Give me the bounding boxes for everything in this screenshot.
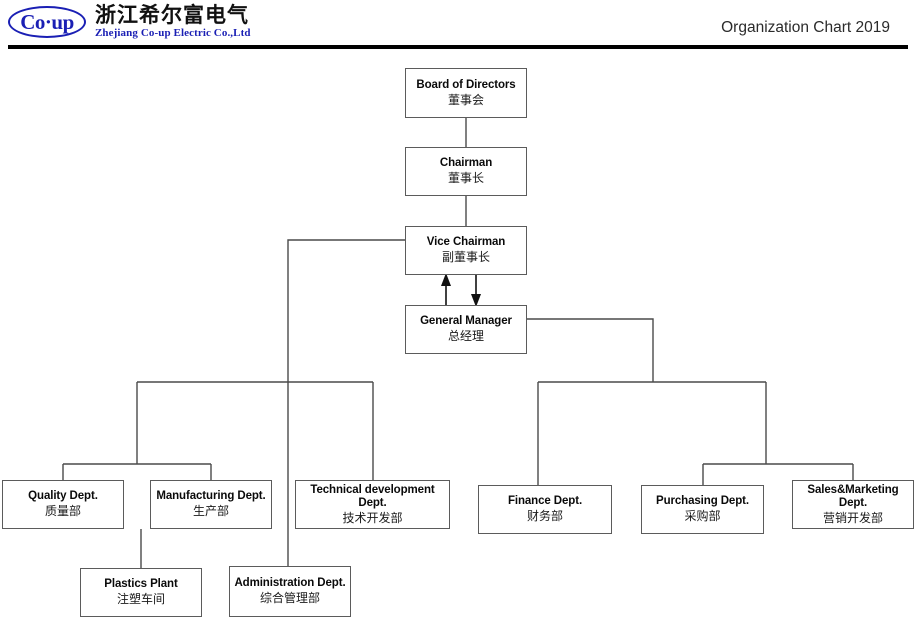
org-node-finance[interactable]: Finance Dept.财务部: [478, 485, 612, 534]
arrow-up-connector: [441, 273, 451, 305]
org-node-purchasing[interactable]: Purchasing Dept.采购部: [641, 485, 764, 534]
org-node-label-cn: 综合管理部: [259, 591, 320, 606]
org-node-manufacture[interactable]: Manufacturing Dept.生产部: [150, 480, 272, 529]
org-node-label-en: General Manager: [420, 315, 512, 328]
org-node-label-en: Board of Directors: [416, 78, 516, 91]
org-node-label-cn: 采购部: [684, 509, 721, 524]
org-node-label-en: Administration Dept.: [234, 577, 346, 590]
org-node-technical[interactable]: Technical development Dept.技术开发部: [295, 480, 450, 529]
company-name-block: 浙江希尔富电气 Zhejiang Co-up Electric Co.,Ltd: [95, 4, 251, 40]
company-logo: Co·up 浙江希尔富电气 Zhejiang Co-up Electric Co…: [8, 4, 251, 40]
org-node-quality[interactable]: Quality Dept.质量部: [2, 480, 124, 529]
org-node-label-cn: 营销开发部: [822, 510, 883, 525]
company-name-cn: 浙江希尔富电气: [95, 3, 249, 27]
company-name-en: Zhejiang Co-up Electric Co.,Ltd: [95, 27, 251, 40]
org-node-label-cn: 财务部: [526, 509, 563, 524]
org-node-label-cn: 董事会: [447, 92, 484, 107]
header-divider: [8, 45, 908, 49]
org-node-label-en: Vice Chairman: [426, 236, 506, 249]
logo-mark-text: Co·up: [20, 9, 74, 34]
org-node-label-en: Plastics Plant: [104, 578, 178, 591]
arrow-down-connector: [471, 275, 481, 307]
coup-ellipse-logo-icon: Co·up: [8, 6, 86, 39]
org-node-label-en: Technical development Dept.: [310, 483, 435, 509]
org-node-label-cn: 质量部: [44, 504, 81, 519]
org-node-label-en: Chairman: [439, 157, 493, 170]
org-node-label-en: Purchasing Dept.: [656, 495, 749, 508]
page-header: Co·up 浙江希尔富电气 Zhejiang Co-up Electric Co…: [0, 0, 916, 49]
org-node-admin[interactable]: Administration Dept.综合管理部: [229, 566, 351, 617]
org-node-label-cn: 技术开发部: [342, 510, 403, 525]
org-node-label-cn: 注塑车间: [116, 592, 165, 607]
org-node-label-cn: 生产部: [192, 504, 229, 519]
org-node-label-en: Finance Dept.: [507, 495, 583, 508]
org-node-label-en: Sales&Marketing Dept.: [807, 483, 899, 509]
org-node-label-en: Quality Dept.: [28, 490, 98, 503]
page-title: Organization Chart 2019: [721, 19, 890, 36]
org-node-label-cn: 总经理: [447, 329, 484, 344]
org-node-sales[interactable]: Sales&Marketing Dept.营销开发部: [792, 480, 914, 529]
org-node-label-en: Manufacturing Dept.: [156, 490, 266, 503]
org-node-label-cn: 董事长: [447, 171, 484, 186]
org-node-label-cn: 副董事长: [441, 250, 490, 265]
